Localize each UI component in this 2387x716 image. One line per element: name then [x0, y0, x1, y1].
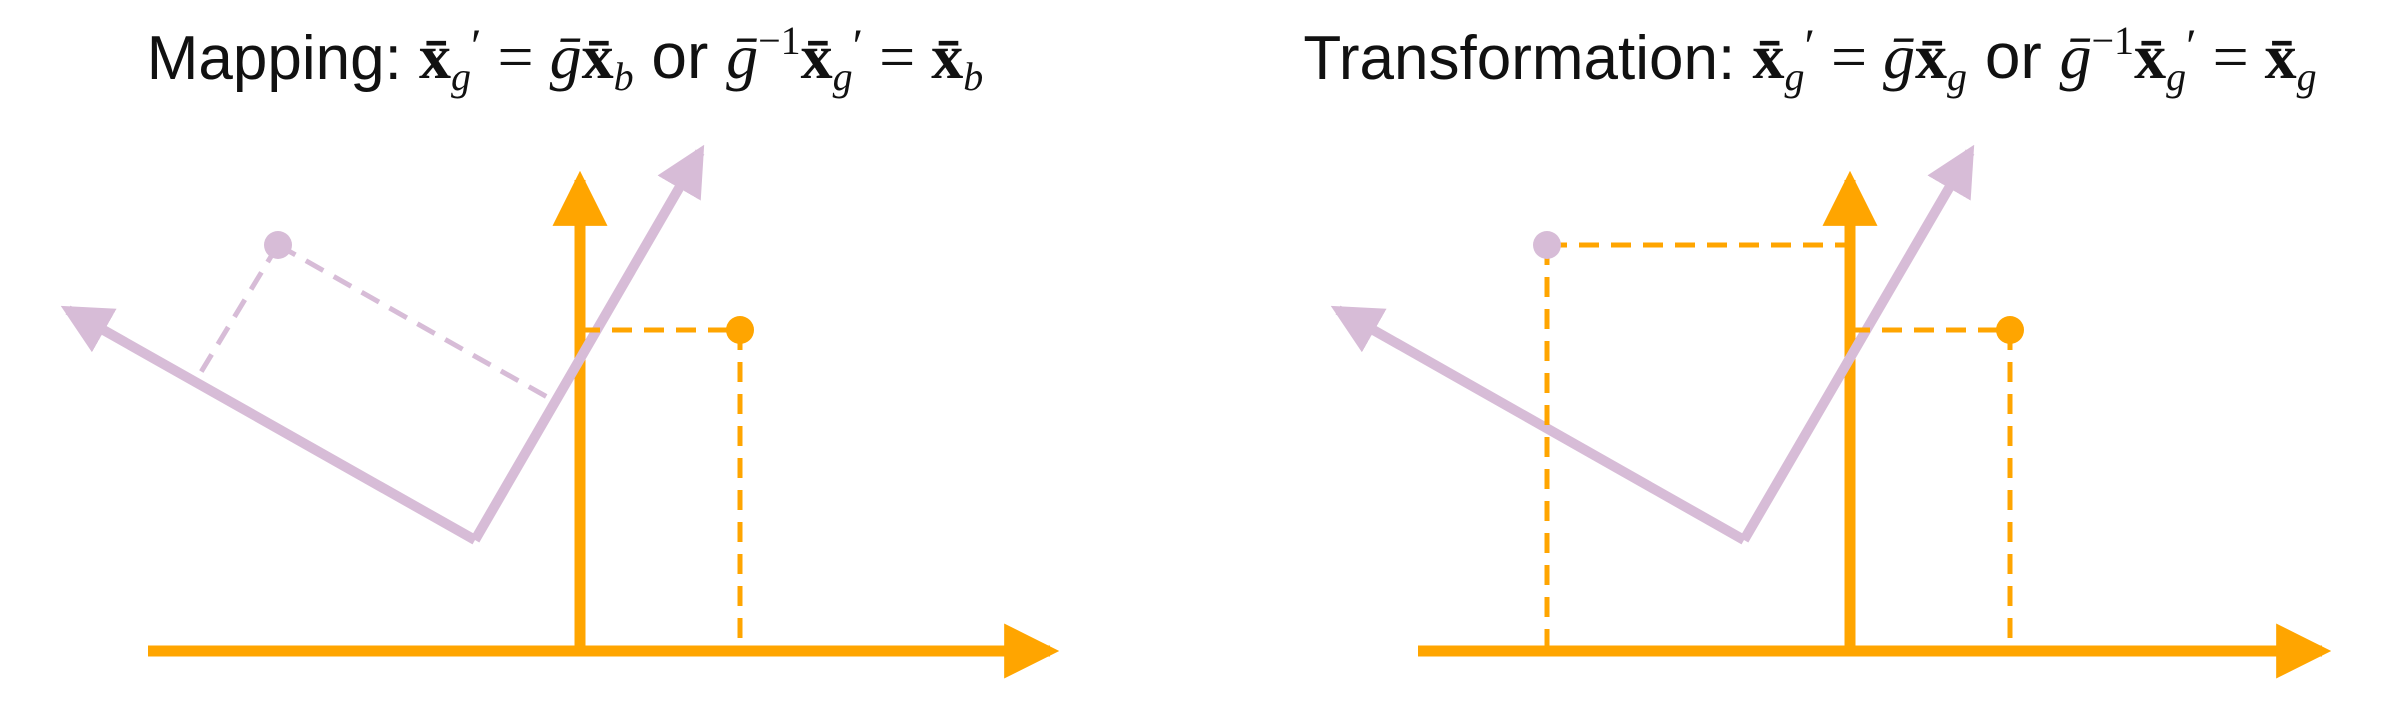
- eq2-inverse-superscript: −1: [758, 17, 801, 63]
- transformed-point: [1533, 231, 1561, 259]
- transformation-label: Transformation:: [1303, 23, 1736, 93]
- eq1-lhs-prime: ′: [1804, 19, 1815, 73]
- eq2-rhs-subscript: g: [2296, 53, 2317, 99]
- eq2-g-symbol: ḡ: [726, 20, 759, 92]
- eq2-inverse-superscript: −1: [2091, 17, 2135, 63]
- eq1-lhs-prime: ′: [471, 19, 482, 73]
- eq2-equals: =: [863, 20, 932, 92]
- eq2-lhs-prime: ′: [2186, 19, 2197, 73]
- eq1-g-symbol: ḡ: [1883, 20, 1916, 92]
- eq2-rhs-subscript: b: [963, 53, 984, 99]
- eq1-lhs-subscript: g: [1784, 53, 1805, 99]
- eq1-lhs-subscript: g: [451, 53, 472, 99]
- body-y-axis: [470, 144, 705, 543]
- body-projection-x: [195, 243, 281, 379]
- eq2-rhs-symbol: x̄: [931, 20, 964, 92]
- body-y-axis: [1739, 144, 1975, 543]
- eq2-g-symbol: ḡ: [2059, 20, 2092, 92]
- eq2-lhs-prime: ′: [852, 19, 864, 73]
- eq1-lhs-symbol: x̄: [419, 20, 452, 92]
- mapping-equation: x̄g′ = ḡx̄b or ḡ−1x̄g′ = x̄b: [419, 17, 983, 100]
- eq2-lhs-subscript: g: [832, 53, 853, 99]
- eq2-lhs-subscript: g: [2166, 53, 2187, 99]
- mapping-label: Mapping:: [146, 23, 402, 93]
- eq1-g-symbol: ḡ: [549, 20, 582, 92]
- eq1-rhs-symbol: x̄: [1915, 20, 1948, 92]
- transformation-title: Transformation: x̄g′ = ḡx̄g or ḡ−1x̄g′ =…: [1240, 8, 2380, 108]
- eq1-equals: =: [1814, 20, 1884, 92]
- mapping-title: Mapping: x̄g′ = ḡx̄b or ḡ−1x̄g′ = x̄b: [60, 8, 1070, 108]
- or-connector: or: [1967, 19, 2060, 92]
- point-world: [1996, 316, 2024, 344]
- eq1-rhs-symbol: x̄: [581, 20, 614, 92]
- body-x-axis: [60, 305, 478, 545]
- mapped-point-body: [264, 231, 292, 259]
- eq2-lhs-symbol: x̄: [800, 20, 833, 92]
- eq2-equals: =: [2196, 20, 2265, 92]
- point-world: [726, 316, 754, 344]
- transformation-equation: x̄g′ = ḡx̄g or ḡ−1x̄g′ = x̄g: [1752, 17, 2316, 100]
- eq1-rhs-subscript: b: [613, 53, 634, 99]
- eq2-lhs-symbol: x̄: [2134, 20, 2167, 92]
- or-connector: or: [633, 19, 727, 92]
- transformation-panel: [1330, 144, 2332, 679]
- eq1-equals: =: [481, 20, 550, 92]
- body-projection-y: [276, 242, 558, 405]
- eq2-rhs-symbol: x̄: [2264, 20, 2297, 92]
- body-x-axis: [1330, 305, 1747, 545]
- eq1-rhs-subscript: g: [1947, 53, 1968, 99]
- eq1-lhs-symbol: x̄: [1752, 20, 1785, 92]
- mapping-panel: [60, 144, 1060, 679]
